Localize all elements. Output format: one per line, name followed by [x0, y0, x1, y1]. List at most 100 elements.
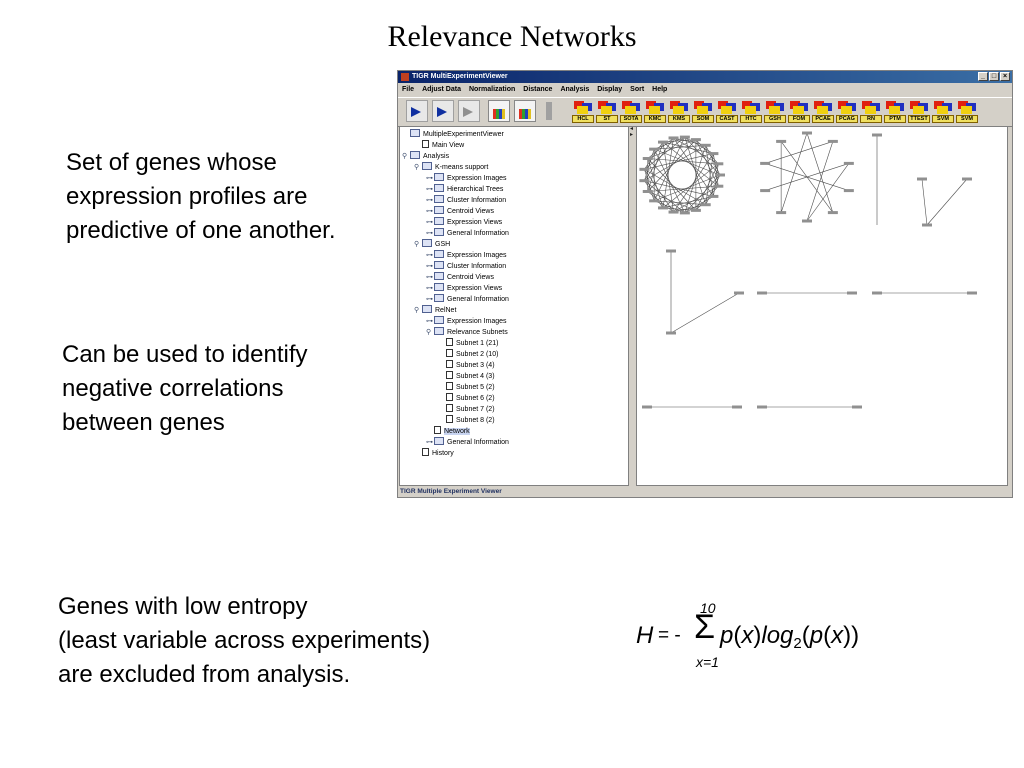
tree-node[interactable]: Subnet 5 (2): [446, 382, 495, 392]
network-node[interactable]: [852, 405, 862, 409]
algorithm-button-hcl[interactable]: HCL: [572, 100, 594, 123]
network-node[interactable]: [757, 405, 767, 409]
tree-toggle-icon[interactable]: ⚲: [426, 329, 432, 336]
tree-node[interactable]: ⊶Expression Views: [426, 217, 502, 227]
network-node[interactable]: [666, 331, 676, 335]
algorithm-button-kmc[interactable]: KMC: [644, 100, 666, 123]
tree-toggle-icon[interactable]: ⊶: [426, 285, 433, 292]
algorithm-button-ttest[interactable]: TTEST: [908, 100, 930, 123]
network-node[interactable]: [917, 177, 927, 181]
tree-toggle-icon[interactable]: ⊶: [426, 219, 433, 226]
tree-toggle-icon[interactable]: ⊶: [426, 318, 433, 325]
network-node[interactable]: [843, 161, 854, 165]
algorithm-button-sota[interactable]: SOTA: [620, 100, 642, 123]
menu-adjust-data[interactable]: Adjust Data: [422, 86, 461, 93]
split-pane-divider[interactable]: ◂ ▸: [630, 126, 636, 486]
tree-node[interactable]: ⊶Expression Images: [426, 250, 507, 260]
tree-node[interactable]: Subnet 2 (10): [446, 349, 498, 359]
tree-node[interactable]: Subnet 4 (3): [446, 371, 495, 381]
network-node[interactable]: [668, 136, 679, 140]
network-node[interactable]: [700, 143, 711, 147]
menu-sort[interactable]: Sort: [630, 86, 645, 93]
tree-node[interactable]: ⊶Centroid Views: [426, 272, 494, 282]
network-node[interactable]: [827, 211, 838, 215]
tree-toggle-icon[interactable]: ⚲: [414, 307, 420, 314]
network-node[interactable]: [760, 189, 771, 193]
tree-node[interactable]: ⊶Expression Images: [426, 316, 507, 326]
tree-node[interactable]: Subnet 8 (2): [446, 415, 495, 425]
tree-node[interactable]: History: [422, 448, 454, 458]
tree-node[interactable]: ⚲RelNet: [414, 305, 456, 315]
tree-node[interactable]: Main View: [422, 140, 464, 150]
tree-node[interactable]: ⊶Centroid Views: [426, 206, 494, 216]
algorithm-button-svm[interactable]: SVM: [932, 100, 954, 123]
maximize-button[interactable]: □: [989, 72, 999, 81]
tree-node[interactable]: ⚲Analysis: [402, 151, 449, 161]
save-data-button[interactable]: [432, 100, 454, 122]
network-node[interactable]: [642, 405, 652, 409]
tree-toggle-icon[interactable]: ⊶: [426, 263, 433, 270]
network-node[interactable]: [802, 131, 812, 135]
tree-node[interactable]: ⊶Expression Images: [426, 173, 507, 183]
tree-node[interactable]: ⚲K-means support: [414, 162, 488, 172]
network-node[interactable]: [713, 162, 724, 166]
new-view-button[interactable]: [488, 100, 510, 122]
algorithm-button-st[interactable]: ST: [596, 100, 618, 123]
menu-file[interactable]: File: [402, 86, 415, 93]
network-node[interactable]: [642, 157, 653, 161]
tree-node[interactable]: Subnet 1 (21): [446, 338, 498, 348]
tree-toggle-icon[interactable]: ⊶: [426, 252, 433, 259]
network-node[interactable]: [679, 135, 690, 139]
network-node[interactable]: [658, 140, 668, 144]
network-node[interactable]: [708, 152, 719, 156]
tree-toggle-icon[interactable]: ⊶: [426, 296, 433, 303]
tree-toggle-icon[interactable]: ⊶: [426, 439, 433, 446]
algorithm-button-rn[interactable]: RN: [860, 100, 882, 123]
network-node[interactable]: [708, 194, 719, 198]
network-node[interactable]: [757, 291, 767, 295]
load-data-button[interactable]: [406, 100, 428, 122]
network-node[interactable]: [668, 210, 679, 214]
tree-node[interactable]: ⊶General Information: [426, 294, 509, 304]
tree-toggle-icon[interactable]: ⚲: [414, 241, 420, 248]
network-node[interactable]: [649, 147, 660, 151]
network-node[interactable]: [962, 177, 972, 181]
tree-node[interactable]: MultipleExperimentViewer: [410, 129, 504, 139]
network-node[interactable]: [666, 249, 676, 253]
network-node[interactable]: [847, 291, 857, 295]
algorithm-button-kms[interactable]: KMS: [668, 100, 690, 123]
algorithm-button-htc[interactable]: HTC: [740, 100, 762, 123]
network-node[interactable]: [700, 203, 711, 207]
network-node[interactable]: [872, 291, 882, 295]
tree-node[interactable]: ⊶Hierarchical Trees: [426, 184, 503, 194]
network-node[interactable]: [922, 223, 932, 227]
tree-toggle-icon[interactable]: ⊶: [426, 230, 433, 237]
network-node[interactable]: [639, 167, 650, 171]
network-node[interactable]: [802, 219, 812, 223]
tree-node[interactable]: ⊶General Information: [426, 437, 509, 447]
tree-node[interactable]: ⚲Relevance Subnets: [426, 327, 508, 337]
algorithm-button-ptm[interactable]: PTM: [884, 100, 906, 123]
network-node[interactable]: [827, 139, 838, 143]
tree-toggle-icon[interactable]: ⊶: [426, 274, 433, 281]
network-node[interactable]: [843, 189, 854, 193]
algorithm-button-fom[interactable]: FOM: [788, 100, 810, 123]
tree-node[interactable]: ⚲GSH: [414, 239, 450, 249]
tree-node[interactable]: ⊶General Information: [426, 228, 509, 238]
menu-help[interactable]: Help: [652, 86, 668, 93]
network-node[interactable]: [872, 133, 882, 137]
algorithm-button-gsh[interactable]: GSH: [764, 100, 786, 123]
close-button[interactable]: ×: [1000, 72, 1010, 81]
network-node[interactable]: [732, 405, 742, 409]
tree-node[interactable]: Subnet 7 (2): [446, 404, 495, 414]
menu-distance[interactable]: Distance: [523, 86, 553, 93]
tree-toggle-icon[interactable]: ⊶: [426, 175, 433, 182]
network-node[interactable]: [776, 211, 787, 215]
tree-toggle-icon[interactable]: ⚲: [414, 164, 420, 171]
algorithm-button-cast[interactable]: CAST: [716, 100, 738, 123]
network-node[interactable]: [690, 208, 701, 212]
tree-toggle-icon[interactable]: ⊶: [426, 208, 433, 215]
network-node[interactable]: [679, 211, 690, 215]
network-node[interactable]: [690, 138, 701, 142]
algorithm-button-svm[interactable]: SVM: [956, 100, 978, 123]
